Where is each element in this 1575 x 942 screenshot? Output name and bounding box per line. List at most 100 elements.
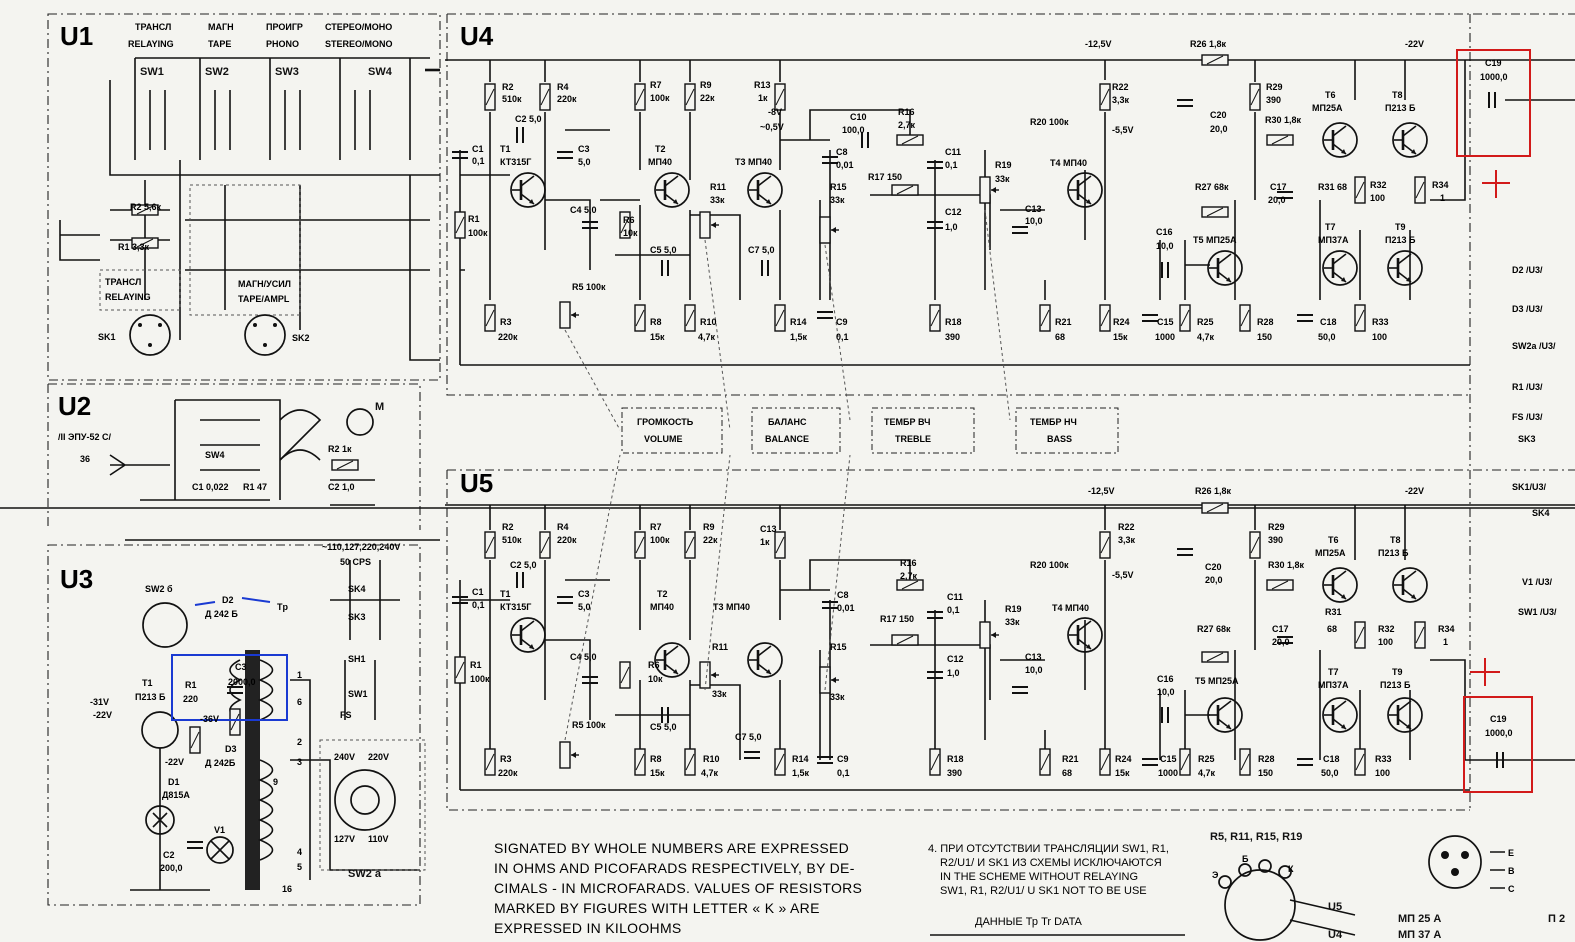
u5-r6v: 10к [648, 674, 663, 684]
u5-c13b: C13 [1025, 652, 1042, 662]
note-en-line-4: MARKED BY FIGURES WITH LETTER « K » ARE [494, 900, 820, 916]
u4-t5: T5 МП25А [1193, 235, 1237, 245]
u5-v22: -22V [1405, 486, 1424, 496]
u5-r2: R2 [502, 522, 514, 532]
u4-r9v: 22к [700, 93, 715, 103]
u4-t7t: МП37А [1318, 235, 1349, 245]
u5-r6: R6 [648, 660, 660, 670]
u5-r1: R1 [470, 660, 482, 670]
ref-d2: D2 /U3/ [1512, 265, 1543, 275]
u3-v36: -36V [200, 714, 219, 724]
u4-c18v: 50,0 [1318, 332, 1336, 342]
u4-r3: R3 [500, 317, 512, 327]
u1-r1: R1 3,3к [118, 242, 150, 252]
u5-r2v: 510к [502, 535, 522, 545]
u5-t9t: П213 Б [1380, 680, 1411, 690]
u4-c1: C1 [472, 144, 484, 154]
u3-v22b: -22V [165, 757, 184, 767]
u4-c11: C11 [945, 147, 961, 157]
u5-t7t: МП37А [1318, 680, 1349, 690]
u4-c15v: 1000 [1155, 332, 1175, 342]
u4-t6: T6 [1325, 90, 1336, 100]
u4-t8t: П213 Б [1385, 103, 1416, 113]
ctrl-balance-ru: БАЛАНС [768, 417, 807, 427]
u5-r22v: 3,3к [1118, 535, 1136, 545]
u4-t2t: МП40 [648, 157, 672, 167]
u5-t5: T5 МП25А [1195, 676, 1239, 686]
u4-c13: C13 [1025, 204, 1042, 214]
ref-d3: D3 /U3/ [1512, 304, 1543, 314]
pot-pin-k: К [1288, 864, 1294, 874]
u4-t8: T8 [1392, 90, 1403, 100]
u4-transistors [509, 121, 1429, 287]
u3-sk4: SK4 [348, 584, 366, 594]
u5-t8t: П213 Б [1378, 548, 1409, 558]
u4-r13v: 1к [758, 93, 768, 103]
u3-sh1: SH1 [348, 654, 366, 664]
u1-sw3: SW3 [275, 66, 299, 78]
u4-r19: R19 [995, 160, 1012, 170]
u4-r21v: 68 [1055, 332, 1065, 342]
u4-t6t: МП25А [1312, 103, 1343, 113]
u4-t1: T1 [500, 144, 511, 154]
u4-r17: R17 150 [868, 172, 902, 182]
u5-c20v: 20,0 [1205, 575, 1223, 585]
u4-t2: T2 [655, 144, 666, 154]
u5-capacitors [451, 548, 1504, 769]
u5-r14v: 1,5к [792, 768, 810, 778]
u5-r3v: 220к [498, 768, 518, 778]
u3-v127: 127V [334, 834, 355, 844]
u4-r27: R27 68к [1195, 182, 1229, 192]
u5-c18v: 50,0 [1321, 768, 1339, 778]
u5-c13bv: 10,0 [1025, 665, 1043, 675]
u5-c15: C15 [1160, 754, 1177, 764]
u5-t4: T4 МП40 [1052, 603, 1089, 613]
ctrl-bass-en: BASS [1047, 434, 1072, 444]
ctrl-treble-en: TREBLE [895, 434, 931, 444]
u2-r1: R1 47 [243, 482, 267, 492]
u4-t3: T3 МП40 [735, 157, 772, 167]
u2-label: U2 [58, 391, 91, 421]
u2-sw4: SW4 [205, 450, 225, 460]
u4-r31: R31 68 [1318, 182, 1347, 192]
u4-r21: R21 [1055, 317, 1072, 327]
note-en-line-2: IN OHMS AND PICOFARADS RESPECTIVELY, BY … [494, 860, 855, 876]
control-boxes [564, 209, 1119, 741]
ref-sw1: SW1 /U3/ [1518, 607, 1557, 617]
u4-c20: C20 [1210, 110, 1227, 120]
u5-r24v: 15к [1115, 768, 1130, 778]
tr-type-2: МП 37 А [1398, 929, 1441, 941]
u5-r22: R22 [1118, 522, 1135, 532]
u3-pin6: 6 [297, 697, 302, 707]
u3-c3val: 2000,0 [228, 677, 256, 687]
u4-r33: R33 [1372, 317, 1389, 327]
tr-type-1: МП 25 А [1398, 913, 1441, 925]
u5-t7: T7 [1328, 667, 1339, 677]
u5-r16: R16 [900, 558, 917, 568]
u4-r10v: 4,7к [698, 332, 716, 342]
u3-sk3: SK3 [348, 612, 366, 622]
u3-mains: ~110,127,220,240V [322, 542, 400, 552]
tr-type-pi: П 2 [1548, 913, 1565, 925]
u4-r33v: 100 [1372, 332, 1387, 342]
pot-title: R5, R11, R15, R19 [1210, 831, 1302, 843]
u3-c3: C3 [235, 662, 247, 672]
ctrl-bass-ru: ТЕМБР НЧ [1030, 417, 1077, 427]
note-table-head: ДАННЫЕ Тр Tr DATA [975, 916, 1082, 928]
u3-pin2: 2 [297, 737, 302, 747]
u3-sw1: SW1 [348, 689, 368, 699]
u5-r27: R27 68к [1197, 624, 1231, 634]
u4-r20: R20 100к [1030, 117, 1069, 127]
u5-r18: R18 [947, 754, 964, 764]
u1-stereo-ru: СТЕРЕО/МОНО [325, 22, 392, 32]
u4-r30: R30 1,8к [1265, 115, 1302, 125]
u4-r18v: 390 [945, 332, 960, 342]
u3-d2type: Д 242 Б [205, 609, 238, 619]
u3-pin1: 1 [297, 670, 302, 680]
u4-c18: C18 [1320, 317, 1337, 327]
u3-d3type: Д 242Б [205, 758, 236, 768]
u4-r19v: 33к [995, 174, 1010, 184]
u3-v110: 110V [368, 834, 389, 844]
u5-t1t: КТ315Г [500, 602, 531, 612]
u4-c19: C19 [1485, 58, 1502, 68]
